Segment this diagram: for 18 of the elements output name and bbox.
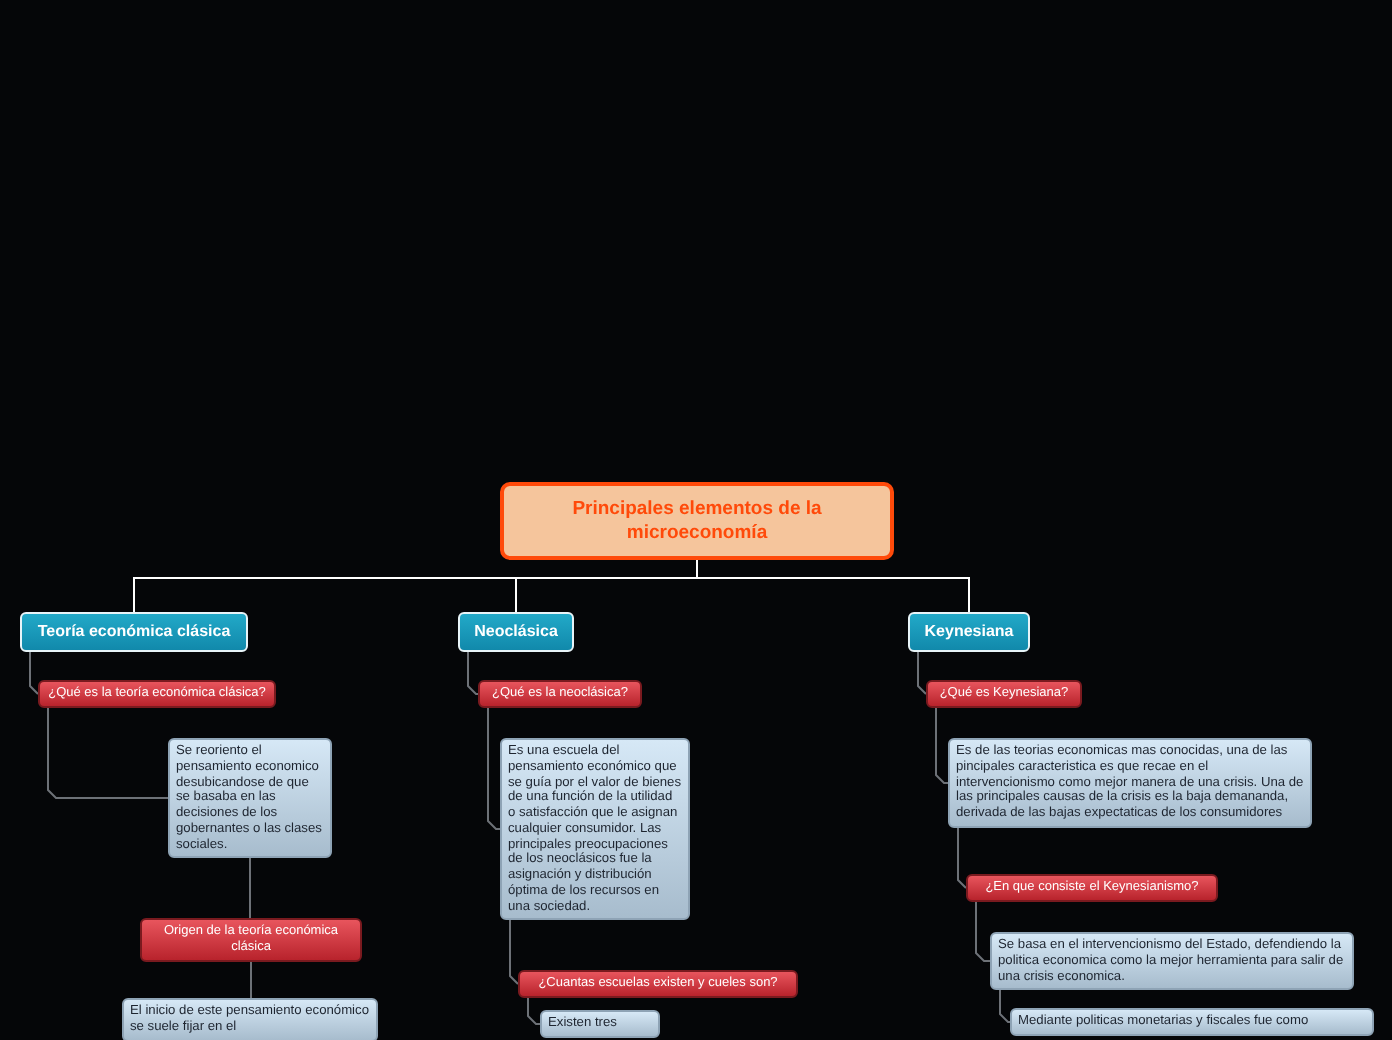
connector-line (917, 651, 927, 695)
main-topic-box: Keynesiana (908, 612, 1030, 652)
connector-line (527, 997, 541, 1025)
connector-line (509, 919, 519, 985)
central-topic-box: Principales elementos de la microeconomía (500, 482, 894, 560)
connector-line (696, 559, 970, 613)
connector-line (47, 707, 169, 799)
main-topic-box: Neoclásica (458, 612, 574, 652)
connector-line (975, 901, 991, 962)
connector-line (249, 857, 251, 919)
connector-line (935, 707, 949, 784)
connector-line (29, 651, 39, 695)
connector-line (487, 707, 501, 830)
main-topic-box: Teoría económica clásica (20, 612, 248, 652)
connector-line (467, 651, 479, 695)
connector-line (250, 961, 252, 999)
connector-line (999, 989, 1011, 1023)
connector-line (957, 827, 967, 889)
